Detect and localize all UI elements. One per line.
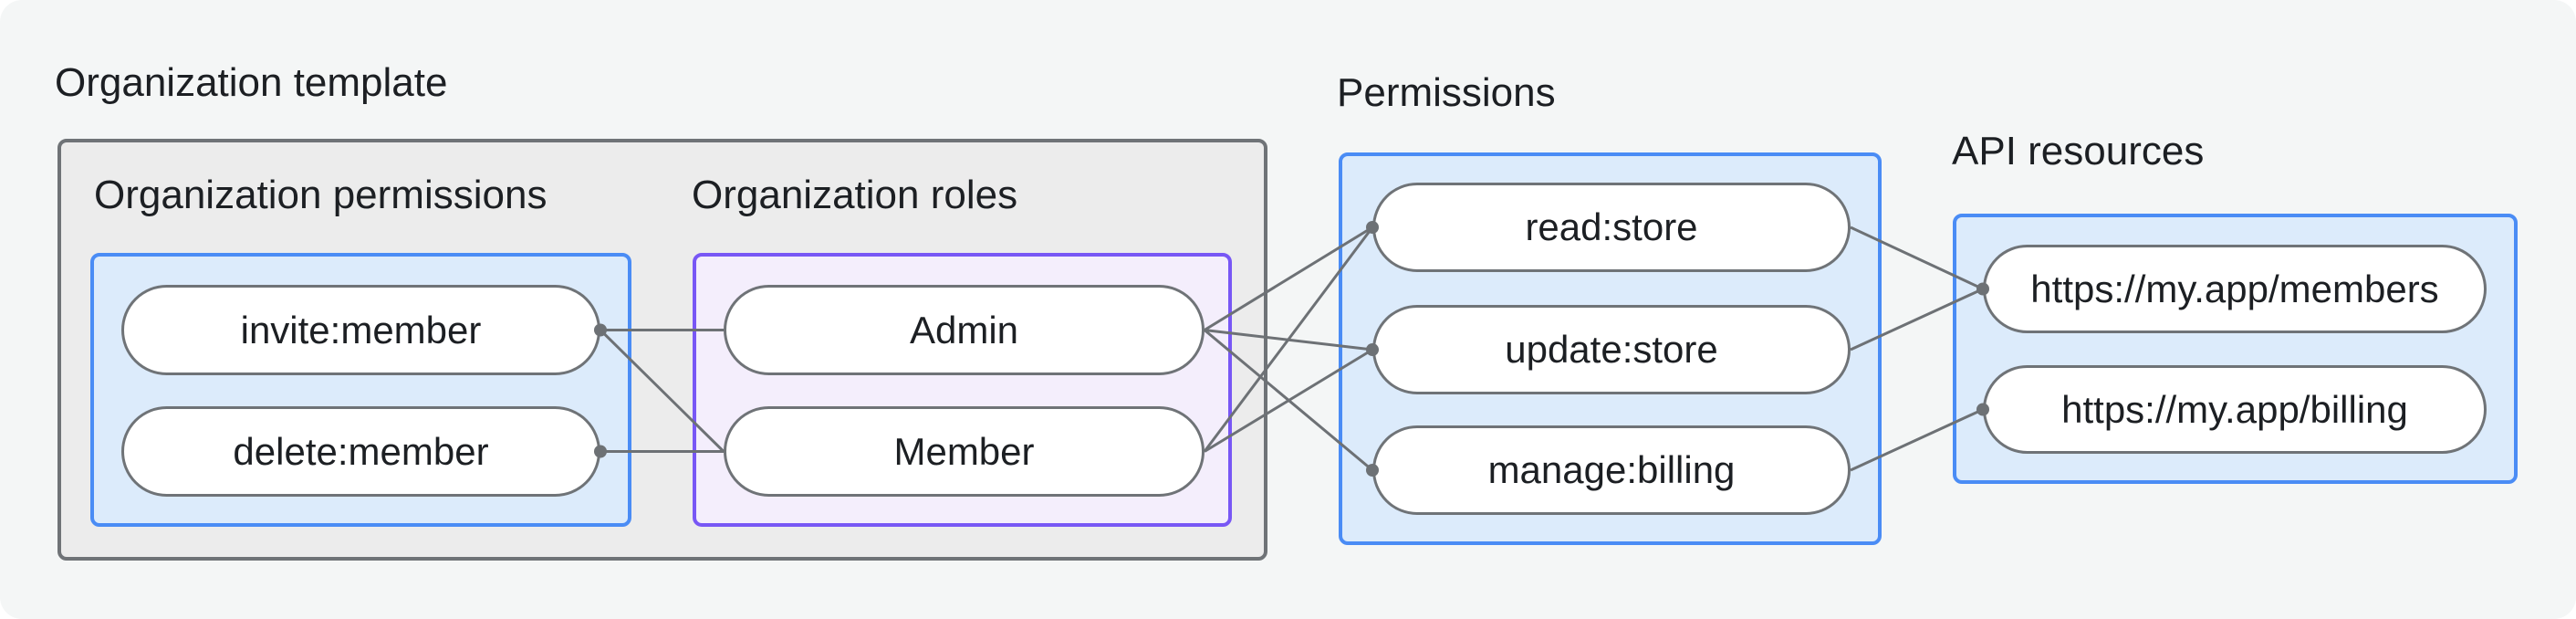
node-admin: Admin	[724, 285, 1205, 375]
api-resources-label: API resources	[1952, 129, 2205, 173]
node-manage-billing: manage:billing	[1372, 425, 1851, 515]
node-member: Member	[724, 406, 1205, 497]
node-update-store: update:store	[1372, 305, 1851, 394]
node-invite-member: invite:member	[121, 285, 600, 375]
node-delete-member: delete:member	[121, 406, 600, 497]
node-read-store: read:store	[1372, 183, 1851, 272]
node-url-members: https://my.app/members	[1983, 245, 2487, 333]
organization-template-label: Organization template	[55, 60, 448, 105]
permissions-label: Permissions	[1337, 70, 1556, 115]
organization-permissions-label: Organization permissions	[94, 173, 548, 217]
node-url-billing: https://my.app/billing	[1983, 365, 2487, 454]
organization-roles-label: Organization roles	[692, 173, 1018, 217]
